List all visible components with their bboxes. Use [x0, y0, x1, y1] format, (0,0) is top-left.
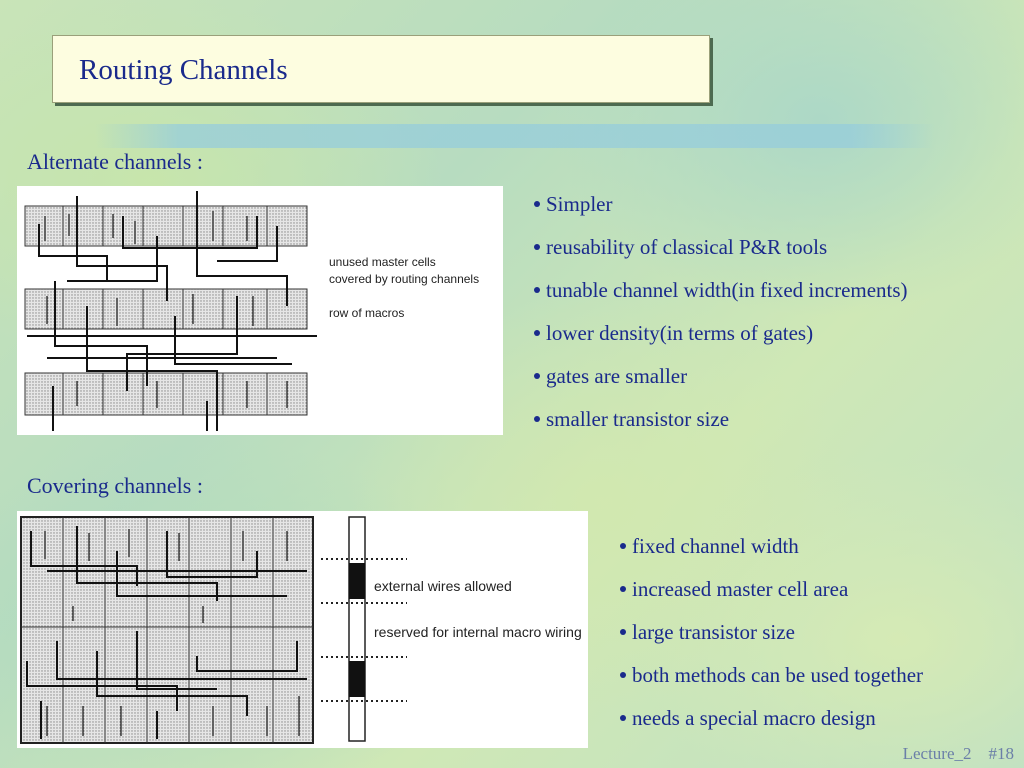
bullet-icon — [620, 629, 626, 636]
list-item: gates are smaller — [534, 363, 908, 406]
covering-channels-heading: Covering channels : — [27, 473, 203, 498]
list-item: lower density(in terms of gates) — [534, 320, 908, 363]
list-item: increased master cell area — [620, 576, 923, 619]
slide-title: Routing Channels — [79, 54, 288, 86]
bullet-icon — [534, 287, 540, 294]
list-item: tunable channel width(in fixed increment… — [534, 277, 908, 320]
list-item: fixed channel width — [620, 533, 923, 576]
lecture-label: Lecture_2 — [902, 744, 972, 763]
alternate-channels-heading: Alternate channels : — [27, 149, 203, 174]
list-item: reusability of classical P&R tools — [534, 234, 908, 277]
covering-channels-diagram — [20, 516, 407, 744]
decorative-stripe — [95, 124, 935, 148]
bullet-icon — [534, 416, 540, 423]
list-item: both methods can be used together — [620, 662, 923, 705]
reserved-internal-wiring-label: reserved for internal macro wiring — [374, 624, 582, 640]
slide-footer: Lecture_2 #18 — [903, 744, 1014, 764]
bullet-icon — [534, 201, 540, 208]
page-number: #18 — [988, 744, 1015, 763]
list-item: smaller transistor size — [534, 406, 908, 449]
unused-master-cells-label: unused master cells — [329, 255, 436, 269]
list-item: large transistor size — [620, 619, 923, 662]
alternate-channels-figure: unused master cells covered by routing c… — [17, 186, 503, 435]
external-wires-allowed-label: external wires allowed — [374, 578, 512, 594]
list-item: Simpler — [534, 191, 908, 234]
alternate-channels-diagram — [24, 191, 317, 431]
bullet-icon — [534, 244, 540, 251]
covering-bullet-list: fixed channel width increased master cel… — [620, 533, 923, 748]
covered-by-routing-channels-label: covered by routing channels — [329, 272, 480, 286]
bullet-icon — [534, 330, 540, 337]
covering-channels-figure: external wires allowed reserved for inte… — [17, 511, 588, 748]
bullet-icon — [620, 715, 626, 722]
list-item: needs a special macro design — [620, 705, 923, 748]
bullet-icon — [620, 672, 626, 679]
bullet-icon — [620, 586, 626, 593]
bullet-icon — [620, 543, 626, 550]
title-box: Routing Channels — [52, 35, 710, 103]
alternate-bullet-list: Simpler reusability of classical P&R too… — [534, 191, 908, 449]
row-of-macros-label: row of macros — [329, 306, 405, 320]
bullet-icon — [534, 373, 540, 380]
